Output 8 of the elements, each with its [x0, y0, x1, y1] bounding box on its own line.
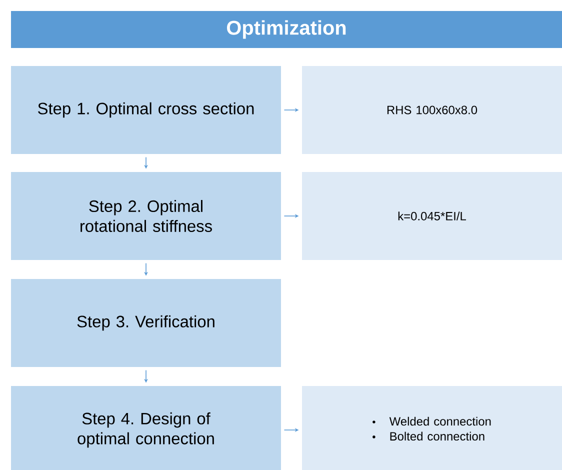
step-box: Step 1. Optimal cross section [11, 66, 281, 154]
step-box: Step 4. Design of optimal connection [11, 386, 281, 470]
result-box: RHS 100x60x8.0 [302, 66, 562, 154]
step-box: Step 2. Optimal rotational stiffness [11, 172, 281, 260]
result-box: Welded connection Bolted connection [302, 386, 562, 470]
step-box: Step 3. Verification [11, 279, 281, 367]
result-box: k=0.045*EI/L [302, 172, 562, 260]
title-bar: Optimization [11, 11, 562, 48]
